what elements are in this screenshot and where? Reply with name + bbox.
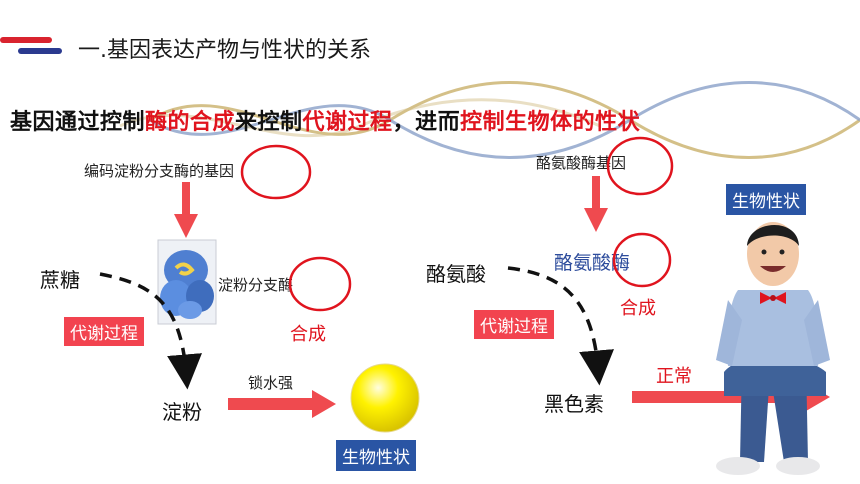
header-decoration-blue — [18, 48, 62, 54]
banner-part-2: 酶的合成 — [145, 110, 236, 135]
left-water-retention-label: 锁水强 — [248, 374, 294, 392]
left-gene-label: 编码淀粉分支酶的基因 — [84, 162, 235, 180]
left-starch-arrow — [228, 390, 336, 418]
banner-part-3: 来控制 — [235, 110, 303, 135]
header-decoration-red — [0, 37, 52, 43]
right-tyrosine-label: 酪氨酸 — [426, 262, 486, 286]
banner-part-6: 控制生物体的性状 — [460, 110, 641, 135]
right-gene-down-arrow — [584, 176, 608, 232]
right-melanin-label: 黑色素 — [544, 392, 604, 416]
left-metabolism-dashed-arrow — [99, 272, 202, 390]
left-starch-label: 淀粉 — [162, 400, 202, 424]
right-synthesis-label: 合成 — [620, 298, 656, 319]
right-gene-label: 酪氨酸酶基因 — [536, 154, 627, 172]
right-enzyme-circle — [612, 232, 672, 288]
right-trait-box: 生物性状 — [726, 184, 806, 215]
banner-part-1: 基因通过控制 — [10, 110, 146, 135]
left-trait-box: 生物性状 — [336, 440, 416, 471]
left-enzyme-label: 淀粉分支酶 — [218, 276, 294, 294]
left-gene-circle — [240, 144, 312, 200]
slide-title: 一.基因表达产物与性状的关系 — [78, 38, 371, 63]
banner-part-4: 代谢过程 — [302, 110, 393, 135]
right-gene-circle — [606, 136, 674, 196]
right-enzyme-label: 酪氨酸酶 — [554, 252, 631, 274]
banner-statement: 基因通过控制酶的合成来控制代谢过程，进而控制生物体的性状 — [10, 104, 640, 136]
right-metabolism-box: 代谢过程 — [474, 310, 554, 339]
left-synthesis-label: 合成 — [290, 324, 326, 345]
right-normal-label: 正常 — [656, 366, 692, 387]
left-metabolism-box: 代谢过程 — [64, 317, 144, 346]
starch-sphere — [350, 363, 420, 433]
protein-structure-image — [157, 239, 217, 325]
right-metabolism-dashed-arrow — [507, 266, 614, 386]
left-sucrose-label: 蔗糖 — [40, 268, 80, 292]
left-enzyme-circle — [288, 256, 352, 312]
left-gene-down-arrow — [174, 182, 198, 238]
child-photo — [716, 222, 830, 475]
banner-part-5: ，进而 — [392, 110, 461, 135]
